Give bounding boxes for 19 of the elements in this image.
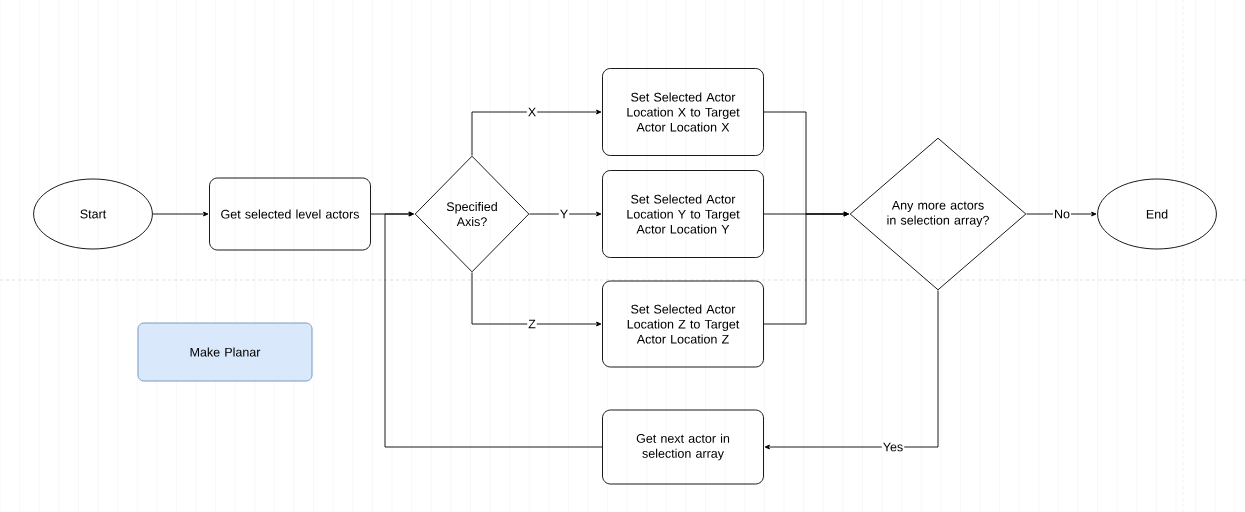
edge-label: No [1053, 208, 1071, 220]
process-box: Get next actor in selection array [602, 409, 764, 485]
title-box: Make Planar [137, 322, 313, 382]
arrow [764, 290, 939, 450]
edge-label: Z [527, 318, 537, 330]
process-box: Set Selected Actor Location Z to Target Actor Location Z [602, 280, 764, 368]
process-box: Set Selected Actor Location Y to Target Actor Location Y [602, 170, 764, 258]
arrow [763, 211, 849, 325]
edge-label: X [526, 106, 538, 118]
arrow [529, 211, 602, 217]
arrow [152, 211, 209, 217]
arrow [471, 272, 602, 327]
arrow [471, 109, 602, 156]
process-box: Get selected level actors [209, 177, 371, 251]
arrow [384, 211, 603, 448]
edge-label: Yes [881, 441, 905, 453]
arrow [1026, 211, 1097, 217]
process-box: Set Selected Actor Location X to Target Actor Location X [602, 68, 764, 156]
edge-label: Y [558, 208, 570, 220]
